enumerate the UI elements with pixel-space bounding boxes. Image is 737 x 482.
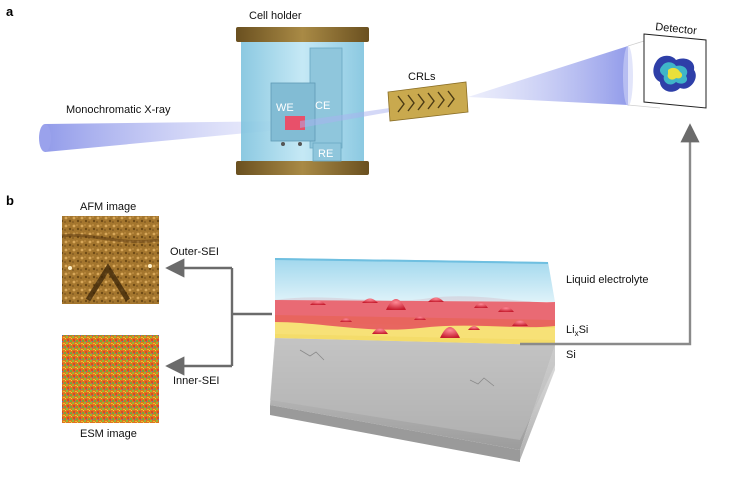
ce-label: CE <box>315 100 330 112</box>
outer-sei-label: Outer-SEI <box>170 246 219 258</box>
inner-sei-label: Inner-SEI <box>173 375 219 387</box>
panel-label-b: b <box>6 193 14 208</box>
we-label: WE <box>276 102 294 114</box>
detector <box>643 33 707 109</box>
detector-label: Detector <box>655 21 698 37</box>
crl-lens-array <box>387 81 469 122</box>
xray-label: Monochromatic X-ray <box>66 104 171 116</box>
transmitted-beam <box>300 108 390 128</box>
xray-beam <box>39 121 300 152</box>
crls-label: CRLs <box>408 71 436 83</box>
signal-return-arrow <box>520 123 700 346</box>
focused-beam <box>468 46 628 105</box>
afm-image-label: AFM image <box>80 201 136 213</box>
re-label: RE <box>318 148 333 160</box>
si-label: Si <box>566 349 576 361</box>
cell-holder-label: Cell holder <box>249 10 302 22</box>
lixsi-label: LixSi <box>566 324 588 338</box>
sei-branch-arrows <box>165 258 272 376</box>
sei-peaks <box>310 297 528 338</box>
electrolyte-layer <box>275 258 555 302</box>
liquid-electrolyte-label: Liquid electrolyte <box>566 274 649 286</box>
afm-image <box>61 216 160 304</box>
esm-image-label: ESM image <box>80 428 137 440</box>
panel-label-a: a <box>6 4 14 19</box>
esm-image <box>62 335 159 423</box>
layered-electrode-block <box>270 258 555 462</box>
cell-holder <box>236 27 369 175</box>
